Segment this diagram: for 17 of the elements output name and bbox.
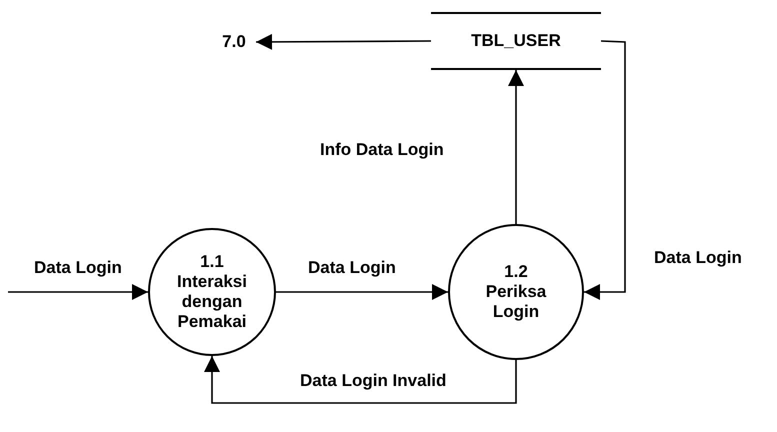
arrow — [8, 284, 148, 300]
edge-label: Data Login — [32, 258, 124, 278]
arrow — [584, 40, 626, 300]
arrow — [276, 284, 448, 300]
edge-label: Data Login — [306, 258, 398, 278]
edge-label: Info Data Login — [318, 140, 446, 160]
process-number: 1.2 — [504, 262, 528, 282]
edge-label: Data Login — [652, 248, 744, 268]
process-name: Interaksi dengan Pemakai — [176, 272, 248, 332]
process-name: Periksa Login — [484, 282, 548, 322]
edge-label: Data Login Invalid — [298, 371, 448, 391]
process-number: 1.1 — [200, 252, 224, 272]
store-name: TBL_USER — [471, 31, 561, 51]
arrow — [508, 70, 524, 224]
arrow — [204, 356, 517, 404]
arrow — [256, 34, 431, 50]
process-reference: 7.0 — [222, 32, 246, 52]
